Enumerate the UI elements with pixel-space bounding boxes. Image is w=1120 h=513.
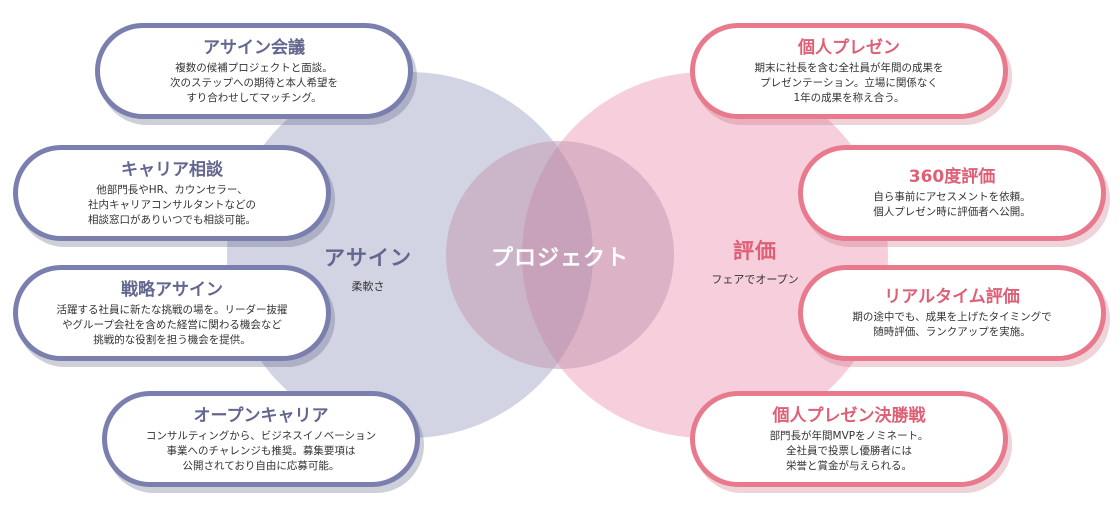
desc-line: 相談窓口がありいつでも相談可能。 bbox=[88, 213, 256, 226]
desc-line: 個人プレゼン時に評価者へ公開。 bbox=[873, 206, 1031, 218]
assign-item-desc: コンサルティングから、ビジネスイノベーション 事業へのチャレンジも推奨。募集要項… bbox=[146, 429, 376, 474]
assign-item-title: キャリア相談 bbox=[121, 159, 223, 180]
assign-item-desc: 複数の候補プロジェクトと面談。 次のステップへの期待と本人希望を すり合わせして… bbox=[170, 61, 338, 106]
eval-item-title: 360度評価 bbox=[908, 167, 996, 187]
eval-item-desc: 自ら事前にアセスメントを依頼。 個人プレゼン時に評価者へ公開。 bbox=[873, 190, 1031, 220]
assign-item-title: アサイン会議 bbox=[203, 37, 305, 58]
eval-item-title: 個人プレゼン決勝戦 bbox=[772, 405, 926, 426]
assign-item-title: オープンキャリア bbox=[193, 405, 329, 426]
desc-line: 次のステップへの期待と本人希望を bbox=[170, 76, 338, 89]
assign-label: アサイン 柔軟さ bbox=[300, 242, 436, 294]
eval-item-final: 個人プレゼン決勝戦 部門長が年間MVPをノミネート。 全社員で投票し優勝者には … bbox=[690, 391, 1008, 487]
assign-item-desc: 活躍する社員に新たな挑戦の場を。リーダー抜擢 やグループ会社を含めた経営に関わる… bbox=[57, 303, 288, 348]
eval-item-desc: 期の途中でも、成果を上げたタイミングで 随時評価、ランクアップを実施。 bbox=[852, 310, 1051, 340]
desc-line: 事業へのチャレンジも推奨。募集要項は bbox=[166, 444, 356, 457]
eval-label: 評価 フェアでオープン bbox=[700, 235, 810, 287]
desc-line: 挑戦的な役割を担う機会を提供。 bbox=[93, 333, 251, 346]
desc-line: 全社員で投票し優勝者には bbox=[786, 444, 912, 457]
assign-item-strategy: 戦略アサイン 活躍する社員に新たな挑戦の場を。リーダー抜擢 やグループ会社を含め… bbox=[13, 265, 331, 361]
eval-item-desc: 期末に社長を含む全社員が年間の成果を プレゼンテーション。立場に関係なく 1年の… bbox=[755, 61, 944, 106]
desc-line: 随時評価、ランクアップを実施。 bbox=[873, 326, 1031, 338]
assign-item-meeting: アサイン会議 複数の候補プロジェクトと面談。 次のステップへの期待と本人希望を … bbox=[95, 23, 413, 119]
eval-item-realtime: リアルタイム評価 期の途中でも、成果を上げたタイミングで 随時評価、ランクアップ… bbox=[798, 265, 1106, 361]
project-title: プロジェクト bbox=[490, 246, 629, 271]
desc-line: 公開されており自由に応募可能。 bbox=[182, 459, 340, 472]
eval-title: 評価 bbox=[733, 239, 777, 263]
assign-item-open-career: オープンキャリア コンサルティングから、ビジネスイノベーション 事業へのチャレン… bbox=[102, 391, 420, 487]
desc-line: 栄誉と賞金が与えられる。 bbox=[786, 459, 912, 472]
eval-item-360: 360度評価 自ら事前にアセスメントを依頼。 個人プレゼン時に評価者へ公開。 bbox=[798, 145, 1106, 241]
desc-line: 期末に社長を含む全社員が年間の成果を bbox=[754, 61, 944, 74]
assign-item-desc: 他部門長やHR、カウンセラー、 社内キャリアコンサルタントなどの 相談窓口があり… bbox=[88, 183, 256, 228]
desc-line: 社内キャリアコンサルタントなどの bbox=[88, 198, 256, 211]
desc-line: 部門長が年間MVPをノミネート。 bbox=[769, 429, 929, 442]
eval-item-title: リアルタイム評価 bbox=[884, 287, 1020, 307]
assign-title: アサイン bbox=[324, 246, 412, 270]
desc-line: 活躍する社員に新たな挑戦の場を。リーダー抜擢 bbox=[56, 303, 288, 316]
desc-line: すり合わせしてマッチング。 bbox=[186, 91, 322, 104]
eval-item-presentation: 個人プレゼン 期末に社長を含む全社員が年間の成果を プレゼンテーション。立場に関… bbox=[690, 23, 1008, 119]
desc-line: 複数の候補プロジェクトと面談。 bbox=[175, 61, 333, 74]
desc-line: プレゼンテーション。立場に関係なく bbox=[760, 76, 938, 89]
desc-line: やグループ会社を含めた経営に関わる機会など bbox=[62, 318, 282, 331]
eval-item-title: 個人プレゼン bbox=[798, 37, 900, 58]
desc-line: 他部門長やHR、カウンセラー、 bbox=[96, 183, 248, 196]
desc-line: 自ら事前にアセスメントを依頼。 bbox=[873, 191, 1031, 203]
assign-item-career: キャリア相談 他部門長やHR、カウンセラー、 社内キャリアコンサルタントなどの … bbox=[13, 145, 331, 241]
desc-line: 1年の成果を称え合う。 bbox=[793, 91, 905, 104]
assign-item-title: 戦略アサイン bbox=[121, 279, 223, 300]
desc-line: コンサルティングから、ビジネスイノベーション bbox=[145, 429, 377, 442]
project-label: プロジェクト bbox=[460, 240, 660, 272]
eval-item-desc: 部門長が年間MVPをノミネート。 全社員で投票し優勝者には 栄誉と賞金が与えられ… bbox=[770, 429, 929, 474]
assign-subtitle: 柔軟さ bbox=[351, 280, 385, 293]
eval-subtitle: フェアでオープン bbox=[711, 273, 799, 286]
project-circle bbox=[446, 141, 674, 369]
desc-line: 期の途中でも、成果を上げたタイミングで bbox=[852, 311, 1052, 323]
